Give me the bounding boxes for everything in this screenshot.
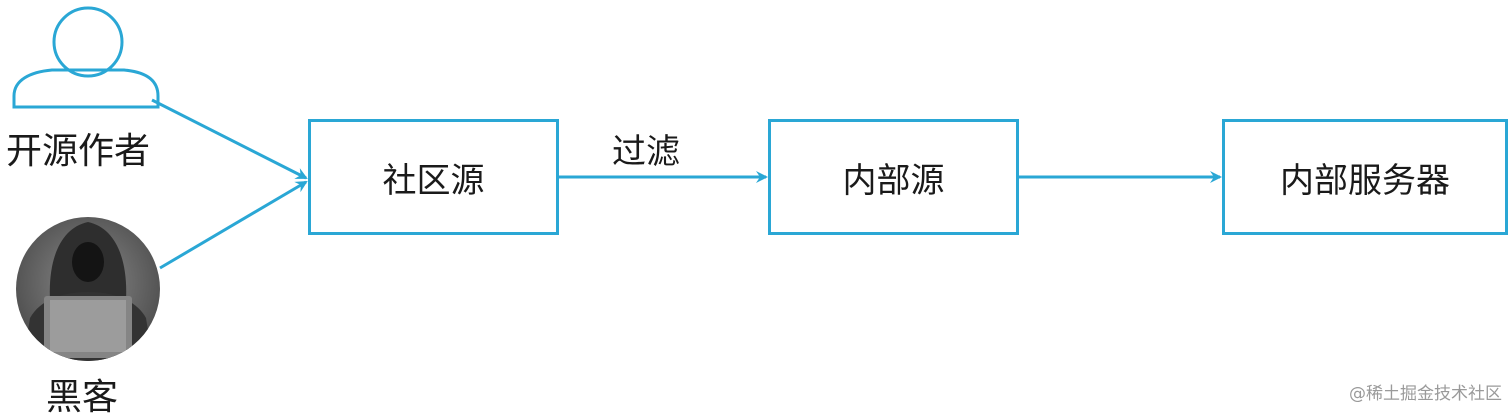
internal-server-label: 内部服务器 — [1280, 160, 1450, 201]
watermark-text: @稀土掘金技术社区 — [1349, 384, 1502, 404]
edge-hacker-to-community — [159, 180, 308, 270]
edge-author-to-community — [151, 98, 308, 180]
hooded-hacker-avatar-icon — [16, 217, 160, 361]
internal-source-node: 内部源 — [768, 119, 1019, 235]
hacker-label: 黑客 — [46, 377, 119, 418]
user-outline-icon — [12, 6, 160, 109]
author-label: 开源作者 — [6, 131, 151, 172]
community-source-label: 社区源 — [382, 160, 485, 201]
internal-server-node: 内部服务器 — [1222, 119, 1508, 235]
filter-edge-label: 过滤 — [612, 132, 680, 172]
community-source-node: 社区源 — [308, 119, 559, 235]
internal-source-label: 内部源 — [842, 160, 945, 201]
